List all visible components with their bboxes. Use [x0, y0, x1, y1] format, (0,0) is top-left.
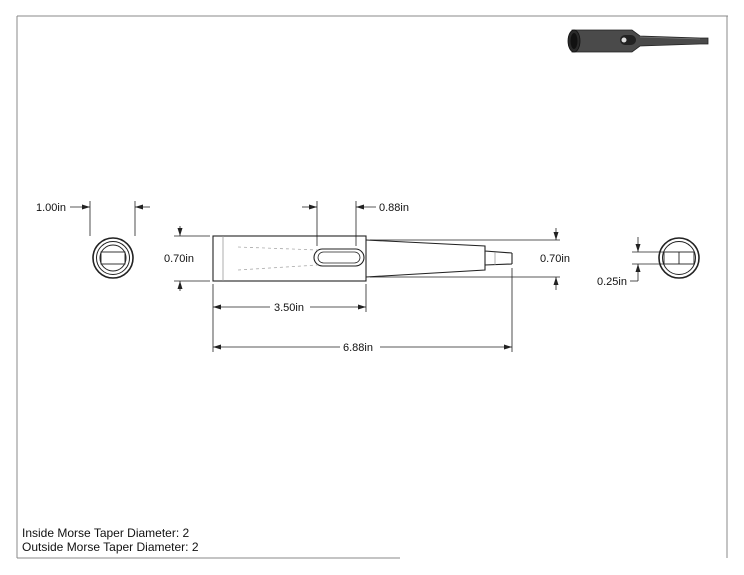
dim-label-overall-length: 6.88in: [343, 342, 373, 354]
left-end-view: [92, 237, 134, 279]
dimension-overall-length: [213, 268, 513, 352]
sheet-border: [16, 15, 728, 559]
note-outside-taper: Outside Morse Taper Diameter: 2: [22, 540, 199, 554]
hidden-taper-lines: [237, 246, 319, 271]
side-view: [212, 235, 513, 282]
dim-label-body-length: 3.50in: [274, 302, 304, 314]
dimension-slot-length: [302, 201, 376, 246]
dim-label-end-diameter: 1.00in: [36, 202, 66, 214]
dimension-body-length: [212, 284, 367, 352]
dim-label-slot-length: 0.88in: [379, 202, 409, 214]
dimension-end-diameter: [70, 201, 150, 236]
dim-label-tang-width: 0.25in: [597, 276, 627, 288]
notes-block: Inside Morse Taper Diameter: 2 Outside M…: [22, 526, 199, 554]
dimension-tang-width: [630, 237, 664, 282]
dim-label-body-diameter-left: 0.70in: [164, 253, 194, 265]
dim-label-body-diameter-right: 0.70in: [540, 253, 570, 265]
right-end-view: [658, 237, 700, 279]
dimension-body-diameter-right: [370, 228, 560, 290]
note-inside-taper: Inside Morse Taper Diameter: 2: [22, 526, 190, 540]
dimension-body-diameter-left: [174, 226, 210, 291]
isometric-thumbnail: [567, 29, 709, 53]
